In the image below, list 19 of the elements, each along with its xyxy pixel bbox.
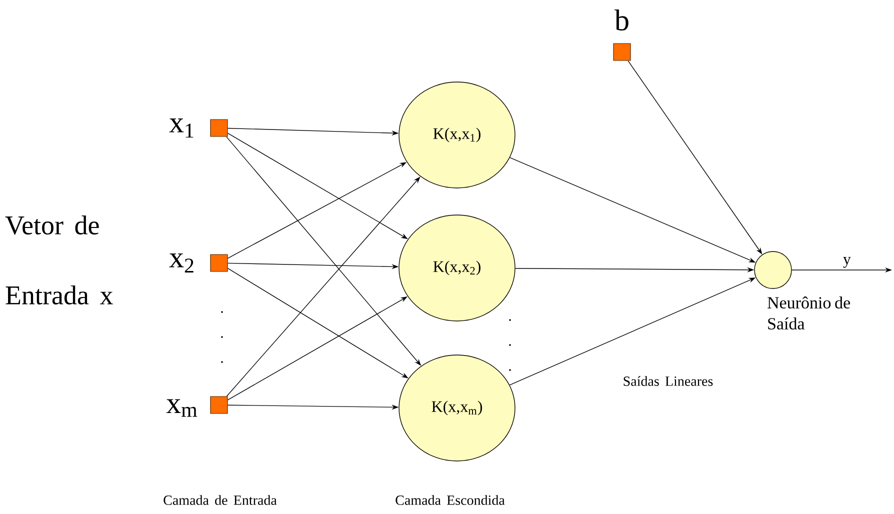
input-square: [210, 119, 228, 137]
arrow: [226, 176, 420, 397]
kernel-neuron: K(x,x$_{1}$): [398, 82, 516, 188]
text-label: Camada de Entrada: [164, 495, 277, 505]
input-square: [613, 43, 631, 61]
input-square: [210, 396, 228, 414]
variable-label: x$_{1}$: [169, 118, 194, 138]
variable-label: x$_{2}$: [169, 253, 194, 273]
text-label: Saídas Lineares: [624, 376, 713, 386]
text-label: Vetor de Entrada x: [5, 216, 113, 304]
input-square: [210, 254, 228, 272]
neuron-caption: Neurônio de Saída: [768, 296, 850, 330]
variable-label: b: [614, 9, 628, 31]
kernel-neuron: K(x,x$_{2}$): [398, 214, 516, 322]
variable-label: x$_{m}$: [166, 399, 198, 417]
edge-label: y: [842, 256, 852, 269]
text-label: Camada Escondida: [396, 495, 505, 505]
kernel-neuron: K(x,x$_{m}$): [398, 354, 516, 462]
output-neuron: [754, 251, 792, 289]
